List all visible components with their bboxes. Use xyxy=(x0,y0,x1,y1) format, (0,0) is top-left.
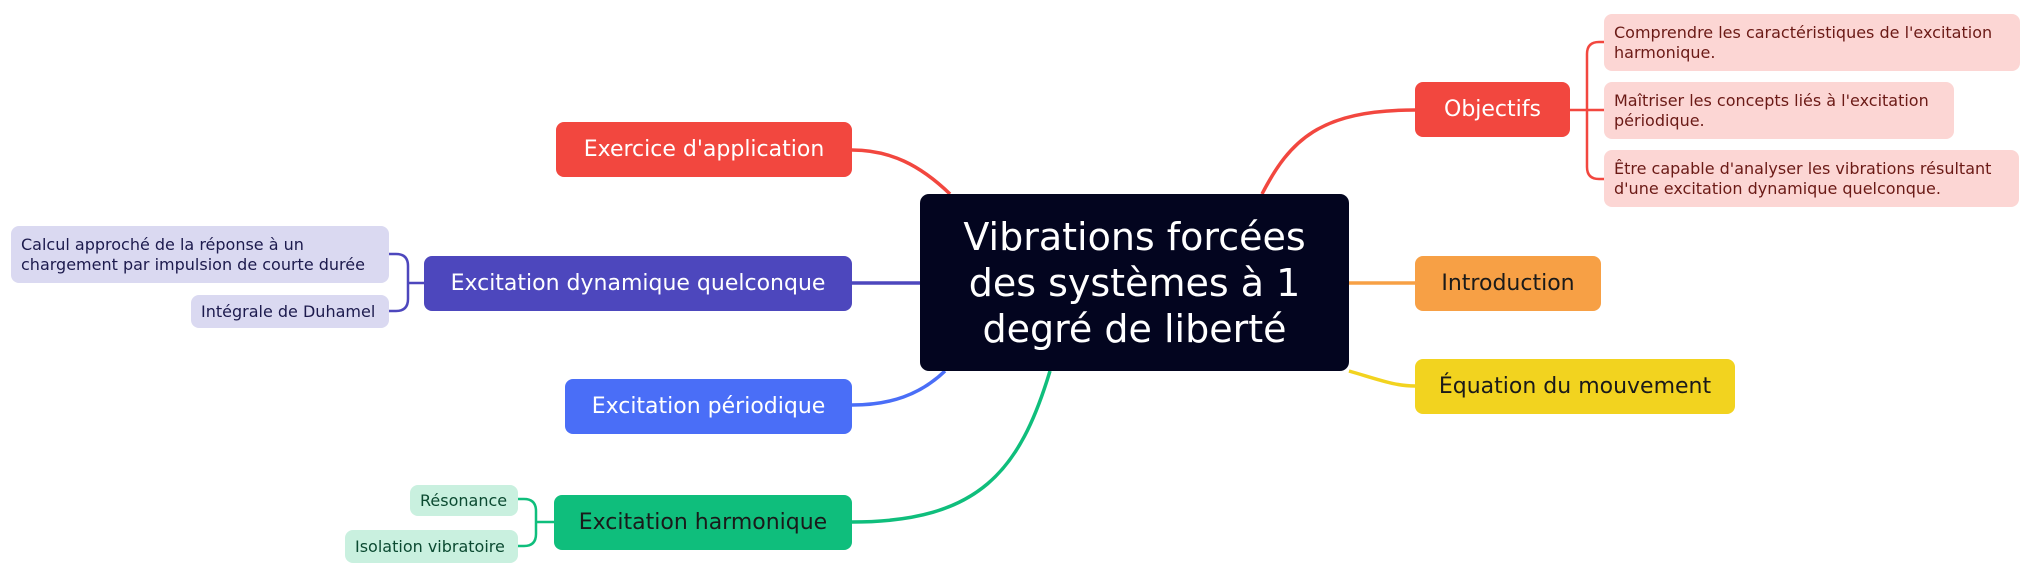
branch-equation-du-mouvement[interactable]: Équation du mouvement xyxy=(1415,359,1735,414)
bracket-objectifs xyxy=(1570,40,1604,181)
harmonique-subtopic[interactable]: Résonance xyxy=(410,485,518,516)
objectif-item[interactable]: Être capable d'analyser les vibrations r… xyxy=(1604,150,2019,207)
connector-periodique xyxy=(851,369,947,407)
branch-objectifs[interactable]: Objectifs xyxy=(1415,82,1570,137)
dynamique-subtopic[interactable]: Calcul approché de la réponse à un charg… xyxy=(11,226,389,283)
branch-excitation-harmonique[interactable]: Excitation harmonique xyxy=(554,495,852,550)
branch-exercice-application[interactable]: Exercice d'application xyxy=(556,122,852,177)
bracket-dynamique xyxy=(389,252,424,313)
branch-excitation-dynamique[interactable]: Excitation dynamique quelconque xyxy=(424,256,852,311)
objectif-item[interactable]: Comprendre les caractéristiques de l'exc… xyxy=(1604,14,2020,71)
connector-exercice xyxy=(851,148,952,196)
central-topic[interactable]: Vibrations forcées des systèmes à 1 degr… xyxy=(920,194,1349,371)
connector-harmonique xyxy=(851,370,1052,524)
dynamique-subtopic[interactable]: Intégrale de Duhamel xyxy=(191,295,389,328)
branch-introduction[interactable]: Introduction xyxy=(1415,256,1601,311)
objectif-item[interactable]: Maîtriser les concepts liés à l'excitati… xyxy=(1604,82,1954,139)
branch-excitation-periodique[interactable]: Excitation périodique xyxy=(565,379,852,434)
connector-equation xyxy=(1348,369,1416,388)
connector-objectifs xyxy=(1260,108,1416,195)
harmonique-subtopic[interactable]: Isolation vibratoire xyxy=(345,530,518,563)
bracket-harmonique xyxy=(518,497,554,548)
